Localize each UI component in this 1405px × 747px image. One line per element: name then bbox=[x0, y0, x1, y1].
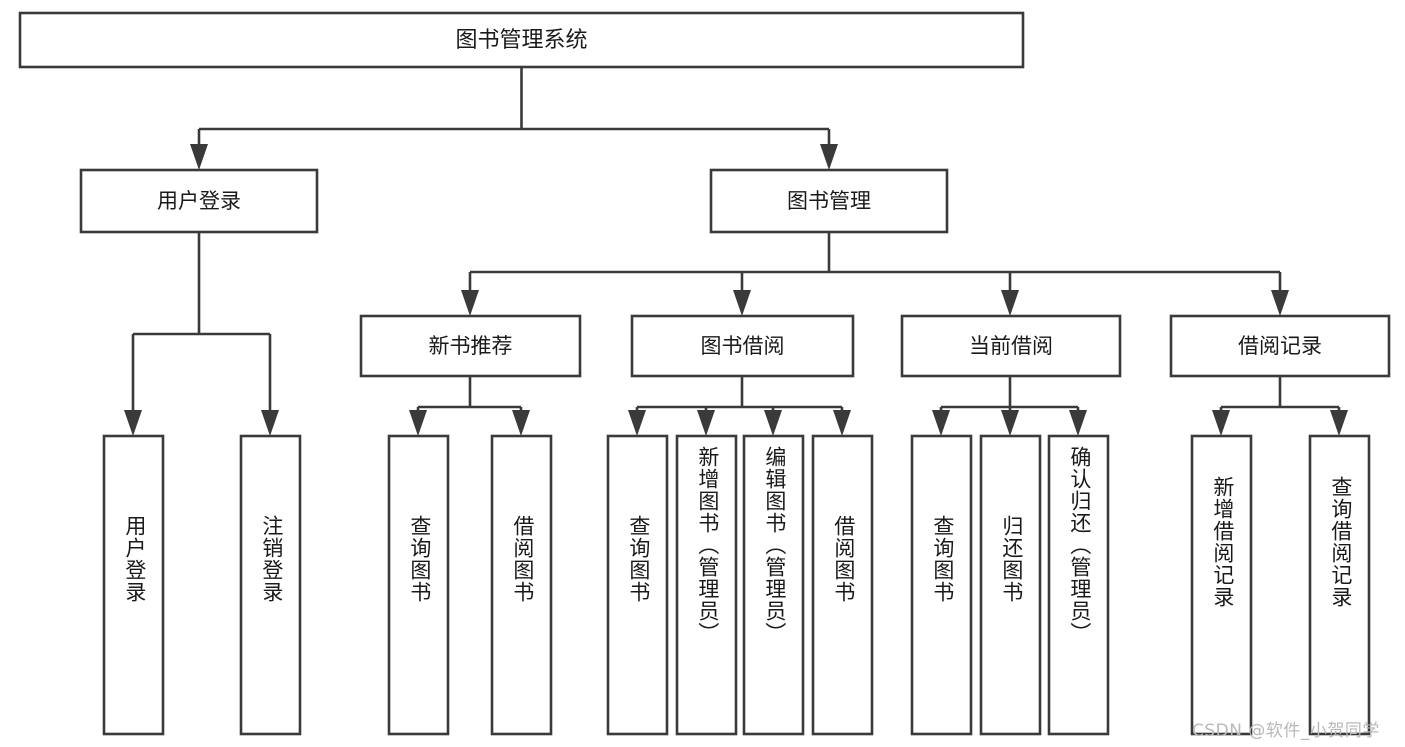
node-current-borrow-label: 当前借阅 bbox=[969, 334, 1053, 358]
leaf-group-new-book-recommend bbox=[387, 434, 553, 736]
connector-group-current-borrow-leaves bbox=[932, 376, 1087, 436]
node-new-book-recommend[interactable]: 新书推荐 bbox=[359, 314, 582, 378]
leaf-box-new-book-0[interactable] bbox=[387, 434, 450, 736]
arrow-to-current-borrow bbox=[1001, 290, 1019, 316]
node-user-login[interactable]: 用户登录 bbox=[79, 168, 319, 234]
leaf-box-current-borrow-1[interactable] bbox=[979, 434, 1042, 736]
node-root-label: 图书管理系统 bbox=[455, 28, 587, 53]
node-user-login-label: 用户登录 bbox=[157, 189, 241, 213]
node-book-borrow-box[interactable] bbox=[630, 314, 855, 378]
arrow-borrow-record-leaf-1 bbox=[1330, 410, 1348, 436]
connector-group-book-manage-to-level3 bbox=[461, 232, 1289, 316]
node-new-book-recommend-box[interactable] bbox=[359, 314, 582, 378]
node-book-borrow[interactable]: 图书借阅 bbox=[630, 314, 855, 378]
arrow-to-user-login bbox=[190, 144, 208, 170]
arrow-current-borrow-leaf-2 bbox=[1069, 410, 1087, 436]
leaf-box-user-login-1[interactable] bbox=[239, 434, 302, 736]
leaf-group-current-borrow bbox=[910, 434, 1110, 736]
node-current-borrow-box[interactable] bbox=[900, 314, 1122, 378]
arrow-current-borrow-leaf-1 bbox=[1001, 410, 1019, 436]
leaf-group-book-borrow bbox=[606, 434, 874, 736]
node-root[interactable]: 图书管理系统 bbox=[18, 11, 1025, 69]
watermark-text: CSDN @软件_小贺同学 bbox=[1192, 721, 1380, 741]
arrow-user-login-leaf-1 bbox=[261, 410, 279, 436]
connector-group-borrow-record-leaves bbox=[1212, 376, 1348, 436]
arrow-to-book-manage bbox=[820, 144, 838, 170]
leaf-box-book-borrow-1[interactable] bbox=[675, 434, 738, 736]
arrow-user-login-leaf-0 bbox=[124, 410, 142, 436]
arrow-current-borrow-leaf-0 bbox=[932, 410, 950, 436]
node-borrow-record[interactable]: 借阅记录 bbox=[1169, 314, 1391, 378]
arrow-to-borrow-record bbox=[1271, 290, 1289, 316]
arrow-book-borrow-leaf-0 bbox=[628, 410, 646, 436]
leaf-box-borrow-record-1[interactable] bbox=[1308, 434, 1371, 736]
arrow-borrow-record-leaf-0 bbox=[1212, 410, 1230, 436]
connector-group-book-borrow-leaves bbox=[628, 376, 851, 436]
arrow-new-book-leaf-1 bbox=[512, 410, 530, 436]
leaf-box-current-borrow-0[interactable] bbox=[910, 434, 973, 736]
node-book-manage-label: 图书管理 bbox=[787, 189, 871, 213]
connector-group-root-to-level2 bbox=[190, 67, 838, 170]
arrow-book-borrow-leaf-2 bbox=[764, 410, 782, 436]
leaf-box-current-borrow-2[interactable] bbox=[1047, 434, 1110, 736]
node-book-manage[interactable]: 图书管理 bbox=[709, 168, 949, 234]
node-current-borrow[interactable]: 当前借阅 bbox=[900, 314, 1122, 378]
node-user-login-box[interactable] bbox=[79, 168, 319, 234]
node-book-manage-box[interactable] bbox=[709, 168, 949, 234]
leaf-box-user-login-0[interactable] bbox=[102, 434, 165, 736]
arrow-book-borrow-leaf-1 bbox=[697, 410, 715, 436]
arrow-to-new-book bbox=[461, 290, 479, 316]
node-book-borrow-label: 图书借阅 bbox=[701, 334, 785, 358]
arrow-book-borrow-leaf-3 bbox=[833, 410, 851, 436]
arrow-new-book-leaf-0 bbox=[409, 410, 427, 436]
leaf-box-book-borrow-3[interactable] bbox=[811, 434, 874, 736]
leaf-group-borrow-record bbox=[1190, 434, 1371, 736]
node-borrow-record-label: 借阅记录 bbox=[1238, 334, 1322, 358]
arrow-to-book-borrow bbox=[733, 290, 751, 316]
leaf-box-book-borrow-2[interactable] bbox=[742, 434, 805, 736]
leaf-box-new-book-1[interactable] bbox=[490, 434, 553, 736]
connector-group-new-book-leaves bbox=[409, 376, 530, 436]
leaf-box-book-borrow-0[interactable] bbox=[606, 434, 669, 736]
connector-group-user-login-leaves bbox=[124, 232, 279, 436]
node-root-box[interactable] bbox=[18, 11, 1025, 69]
leaf-box-borrow-record-0[interactable] bbox=[1190, 434, 1253, 736]
leaf-group-user-login bbox=[102, 434, 302, 736]
node-borrow-record-box[interactable] bbox=[1169, 314, 1391, 378]
node-new-book-recommend-label: 新书推荐 bbox=[429, 334, 513, 358]
